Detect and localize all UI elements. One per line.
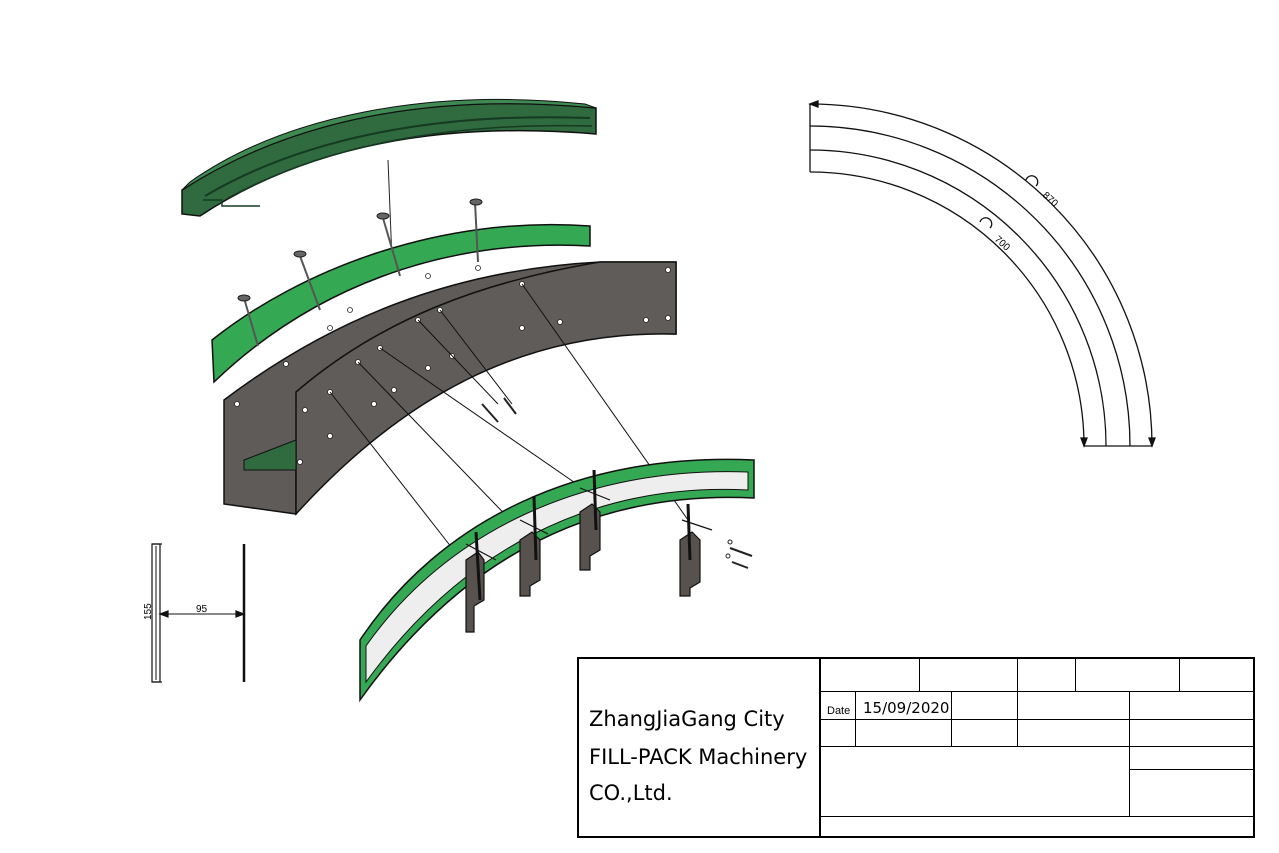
wear-strip-upper: [211, 198, 591, 384]
radius-symbol-icons: [979, 175, 1039, 229]
section-height-label: 155: [143, 603, 154, 620]
grid-col-a: [919, 659, 920, 691]
company-name-line1: ZhangJiaGang City: [589, 707, 785, 731]
grid-row-3: [819, 746, 1255, 747]
section-width-label: 95: [196, 604, 208, 615]
plan-view: [808, 100, 1156, 448]
small-bolts: [481, 397, 753, 569]
grid-row-4: [1129, 769, 1255, 770]
company-name-line2: FILL-PACK Machinery: [589, 745, 808, 769]
grid-col-g: [1129, 691, 1130, 816]
section-view: [151, 543, 246, 683]
clamp-brackets: [465, 469, 713, 633]
exploded-assembly: [181, 99, 755, 703]
side-plate-front: [234, 261, 677, 516]
top-guide-profile: [181, 99, 597, 217]
company-name-line3: CO.,Ltd.: [589, 781, 673, 805]
grid-col-d: [1179, 659, 1180, 691]
title-block-divider: [819, 659, 821, 836]
grid-col-e: [855, 691, 856, 746]
grid-col-f: [951, 691, 952, 746]
grid-row-1: [819, 691, 1255, 692]
grid-col-b: [1017, 659, 1018, 746]
wear-strip-lower: [359, 458, 755, 703]
outer-radius-label: 870: [1040, 190, 1060, 210]
date-value: 15/09/2020: [863, 699, 950, 717]
grid-row-5: [819, 816, 1255, 817]
date-label: Date: [827, 705, 851, 717]
inner-radius-label: 700: [992, 234, 1012, 254]
grid-col-c: [1075, 659, 1076, 691]
title-block: ZhangJiaGang City FILL-PACK Machinery CO…: [577, 657, 1255, 838]
grid-row-2: [819, 719, 1255, 720]
